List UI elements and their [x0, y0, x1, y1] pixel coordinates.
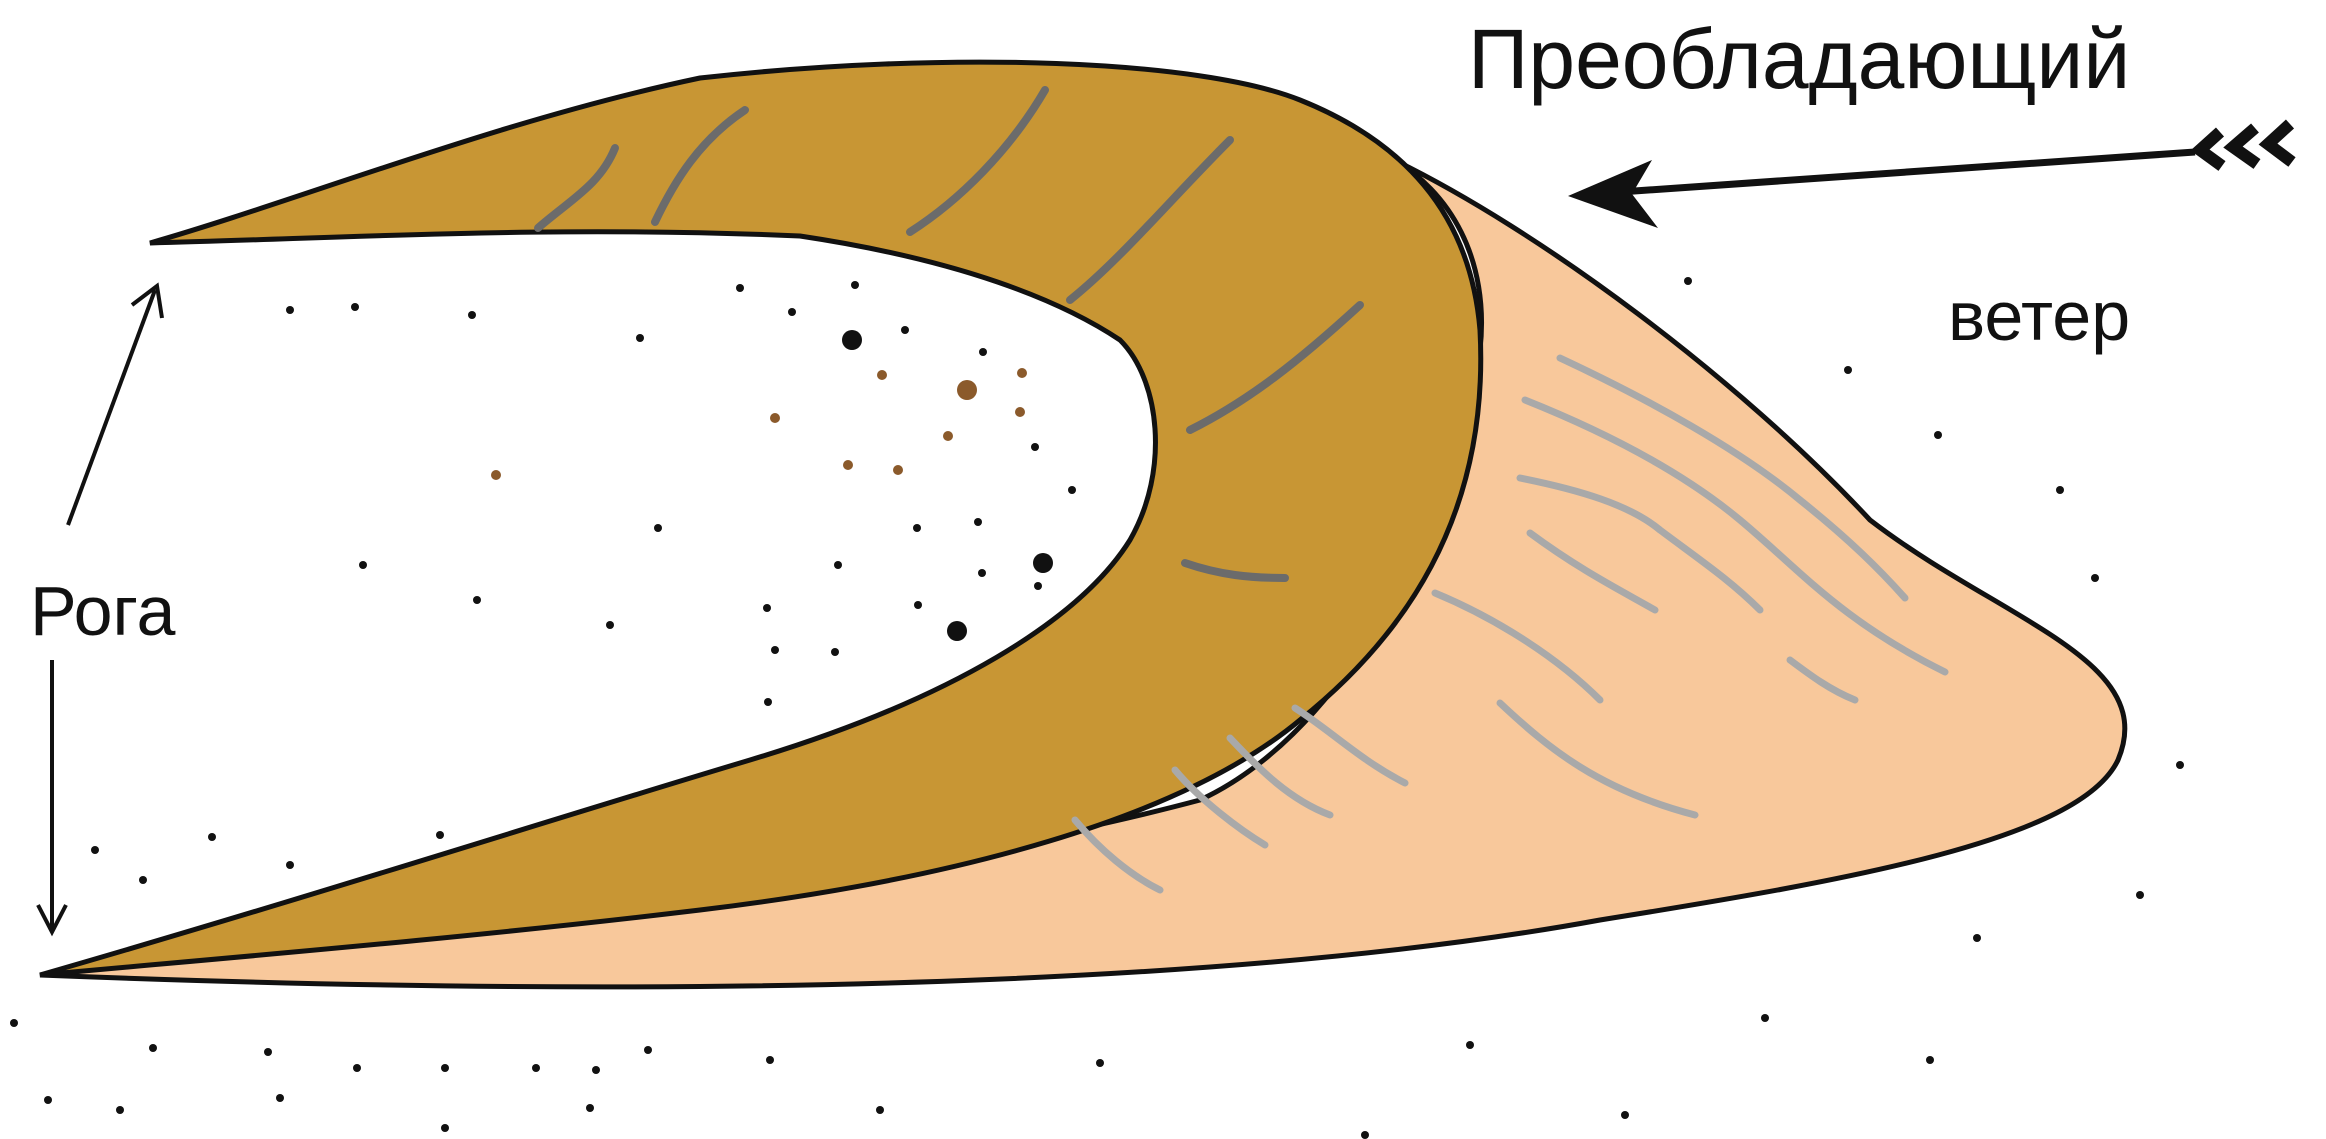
horns-label: Рога [30, 572, 176, 650]
wind-arrow [1568, 124, 2292, 228]
wind-label-line1: Преобладающий [1468, 12, 2130, 106]
wind-label-line2: ветер [1948, 277, 2130, 355]
chevron-fletching-icon [2200, 124, 2292, 166]
arrow-left-icon [1568, 160, 1658, 228]
upper-horn-arrow [68, 290, 155, 525]
